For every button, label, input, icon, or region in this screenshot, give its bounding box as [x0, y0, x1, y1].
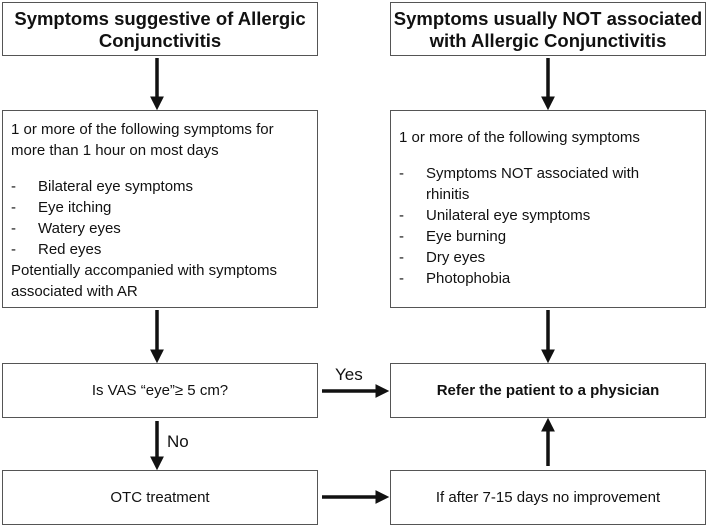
right-title-line2: with Allergic Conjunctivitis [429, 30, 667, 51]
list-item: Red eyes [11, 239, 317, 260]
left-title-box: Symptoms suggestive of Allergic Conjunct… [2, 2, 318, 56]
left-intro-line2: more than 1 hour on most days [11, 142, 219, 159]
list-item: Dry eyes [399, 247, 649, 268]
otc-treatment-text: OTC treatment [110, 489, 210, 506]
no-label: No [167, 432, 189, 451]
left-intro-line1: 1 or more of the following symptoms for [11, 121, 274, 138]
list-item: Photophobia [399, 268, 649, 289]
list-item: Symptoms NOT associated with rhinitis [399, 163, 649, 205]
list-item: Unilateral eye symptoms [399, 205, 649, 226]
left-footer-line2: associated with AR [11, 283, 138, 300]
no-improvement-box: If after 7-15 days no improvement [390, 470, 706, 525]
left-symptom-list: Bilateral eye symptoms Eye itching Water… [11, 176, 317, 260]
refer-box: Refer the patient to a physician [390, 363, 706, 418]
vas-question: Is VAS “eye”≥ 5 cm? [91, 382, 229, 399]
otc-treatment-box: OTC treatment [2, 470, 318, 525]
left-footer-line1: Potentially accompanied with symptoms [11, 262, 277, 279]
list-item: Watery eyes [11, 218, 317, 239]
refer-text: Refer the patient to a physician [436, 382, 660, 399]
list-item: Bilateral eye symptoms [11, 176, 317, 197]
yes-label: Yes [335, 365, 363, 384]
right-intro: 1 or more of the following symptoms [399, 129, 640, 146]
left-title-line1: Symptoms suggestive of Allergic [14, 8, 306, 29]
vas-question-box: Is VAS “eye”≥ 5 cm? [2, 363, 318, 418]
no-improvement-text: If after 7-15 days no improvement [435, 489, 661, 506]
left-title-line2: Conjunctivitis [98, 30, 222, 51]
right-title-box: Symptoms usually NOT associated with All… [390, 2, 706, 56]
list-item: Eye burning [399, 226, 649, 247]
right-title-line1: Symptoms usually NOT associated [393, 8, 703, 29]
list-item: Eye itching [11, 197, 317, 218]
right-symptoms-box: 1 or more of the following symptoms Symp… [390, 110, 706, 308]
left-symptoms-box: 1 or more of the following symptoms for … [2, 110, 318, 308]
right-symptom-list: Symptoms NOT associated with rhinitis Un… [399, 163, 649, 289]
